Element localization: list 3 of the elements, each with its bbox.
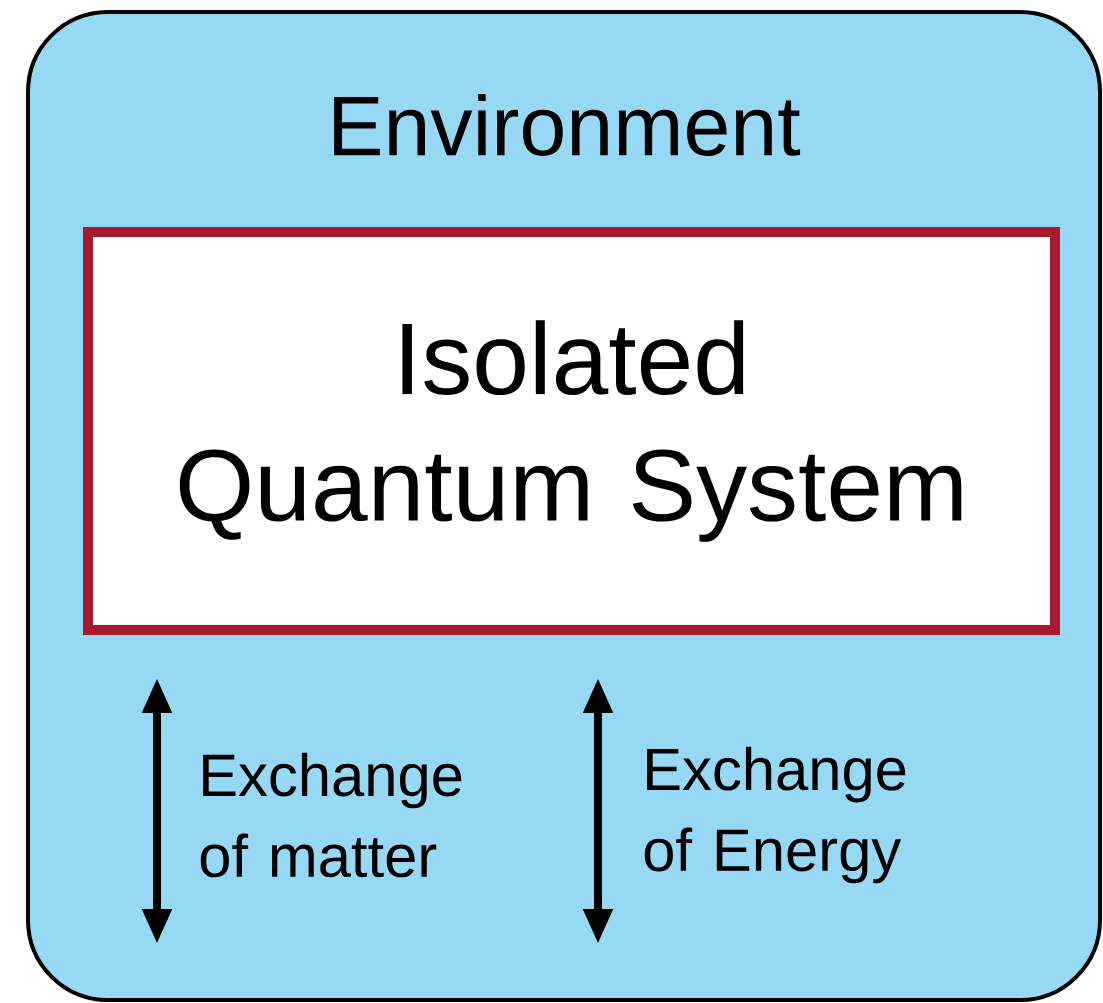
- exchange-label: Exchange of matter: [200, 752, 462, 878]
- exchange-label: Exchange of Energy: [644, 746, 906, 884]
- system-box: Isolated Quantum System: [83, 227, 1060, 635]
